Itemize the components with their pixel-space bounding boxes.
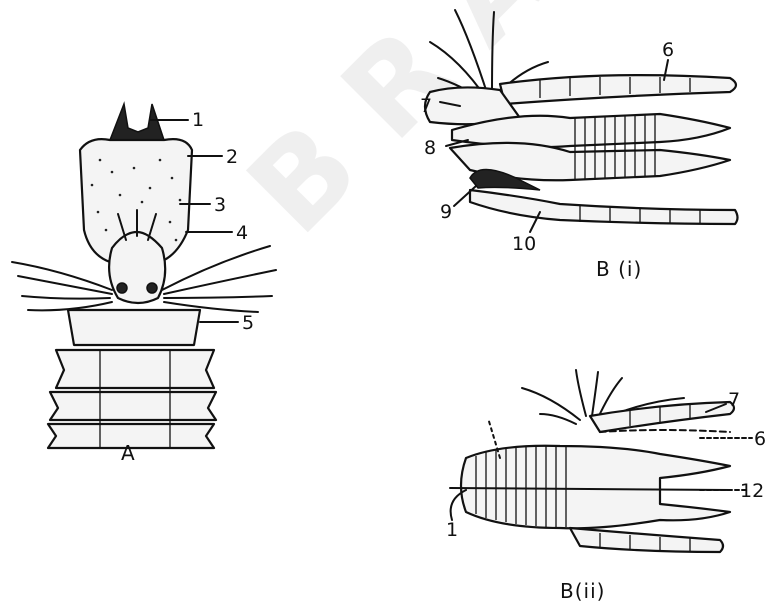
- body-segments: [48, 350, 216, 448]
- label-a-2: 2: [226, 146, 238, 168]
- label-b2-12: 12: [740, 480, 764, 502]
- label-b2-6: 6: [754, 428, 766, 450]
- label-b2-1: 1: [446, 519, 458, 541]
- label-b1-7: 7: [420, 95, 432, 117]
- dorsal-cirrus-b2: [590, 402, 734, 432]
- label-b1-9: 9: [440, 201, 452, 223]
- eye-right: [147, 283, 157, 293]
- neuropodium-b2: [461, 446, 730, 529]
- label-a-3: 3: [214, 194, 226, 216]
- caption-a: A: [121, 441, 136, 465]
- ventral-cirrus-b2: [570, 528, 723, 552]
- dorsal-cirrus: [500, 75, 736, 104]
- jaws: [110, 104, 164, 140]
- caption-b2: B(ii): [560, 579, 605, 603]
- label-a-1: 1: [192, 109, 204, 131]
- figure-b2-parapodium: 7 6 12 1 B(ii): [446, 370, 766, 603]
- ventral-cirrus: [470, 190, 738, 224]
- head-lobe: [109, 232, 165, 303]
- peristomium: [68, 310, 200, 345]
- eye-left: [117, 283, 127, 293]
- caption-b1: B (i): [596, 257, 642, 281]
- label-b1-10: 10: [512, 233, 536, 255]
- figure-a-head-dorsal: 1 2 3 4 5 A: [12, 104, 276, 465]
- label-b2-7: 7: [728, 389, 740, 411]
- notopodial-lobe-b2: [600, 430, 730, 432]
- label-a-4: 4: [236, 222, 248, 244]
- label-a-5: 5: [242, 312, 254, 334]
- label-b1-6: 6: [662, 39, 674, 61]
- label-b1-8: 8: [424, 137, 436, 159]
